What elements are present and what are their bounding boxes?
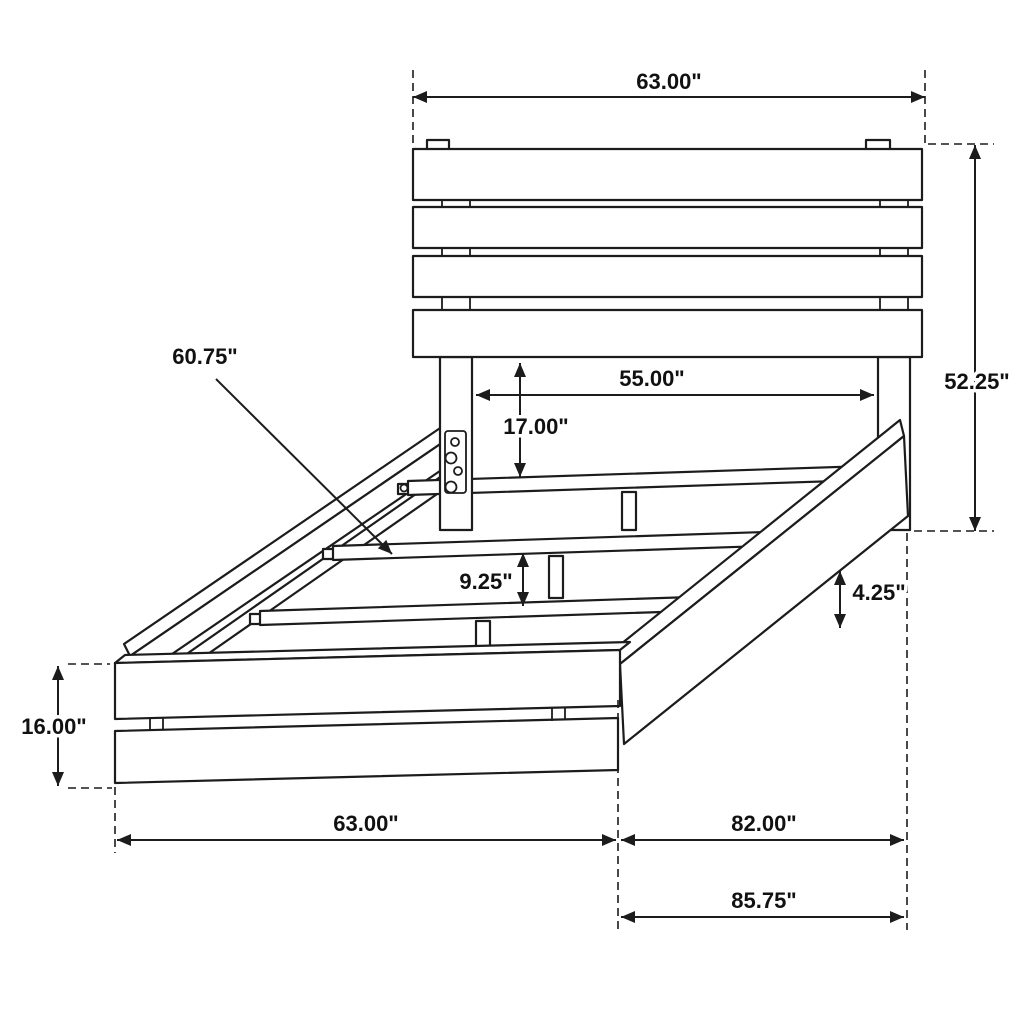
dim-label-headboard-height: 52.25": [944, 369, 1009, 394]
headboard: [411, 138, 924, 359]
dim-headboard-height: 52.25": [941, 145, 1013, 531]
slat-leg-1: [620, 490, 638, 532]
slat-leg-2: [547, 554, 565, 600]
dim-label-headboard-width: 63.00": [636, 69, 701, 94]
dim-slat-gap: 9.25": [456, 553, 529, 606]
bracket-bolt-1: [450, 437, 460, 447]
dim-footboard-height: 16.00": [18, 666, 90, 786]
headboard-plank-4: [411, 308, 924, 359]
headboard-plank-1: [411, 147, 924, 202]
dim-label-overall-length: 85.75": [731, 888, 796, 913]
dim-label-headboard-clearance: 17.00": [503, 414, 568, 439]
far-side-rail: [122, 422, 462, 702]
rail-bracket-hardware: [399, 430, 467, 494]
footboard-plank-1: [113, 648, 622, 721]
dim-rail-bottom-gap: 4.25": [834, 571, 909, 628]
footboard: [113, 640, 632, 785]
slat-1: [406, 464, 870, 497]
dim-inner-width: 55.00": [476, 363, 874, 401]
bracket-bolt-2: [444, 451, 458, 465]
dim-overall-length: 85.75": [621, 885, 904, 923]
slat-2: [331, 529, 798, 562]
dim-label-inner-width: 55.00": [619, 366, 684, 391]
headboard-rear-posts-through-gaps: [441, 200, 909, 310]
dim-footboard-width: 63.00": [117, 808, 616, 846]
footboard-posts-through-gap: [149, 707, 566, 731]
headboard-plank-2: [411, 205, 924, 250]
bracket-pin: [399, 483, 409, 493]
near-rail-outer-face: [618, 434, 910, 746]
dim-label-footboard-height: 16.00": [21, 714, 86, 739]
dim-label-footboard-width: 63.00": [333, 811, 398, 836]
dim-label-slat-gap: 9.25": [459, 569, 512, 594]
footboard-plank-2: [113, 716, 620, 785]
dim-label-rail-bottom-gap: 4.25": [852, 580, 905, 605]
dim-headboard-width: 63.00": [413, 66, 925, 103]
dim-frame-length: 82.00": [621, 808, 904, 846]
bracket-bolt-3: [453, 466, 463, 476]
dim-label-slat-length: 60.75": [172, 344, 237, 369]
extension-lines: [68, 70, 994, 930]
dim-headboard-clearance: 17.00": [500, 363, 572, 477]
dim-label-frame-length: 82.00": [731, 811, 796, 836]
dim-slat-length: 60.75": [169, 341, 393, 555]
bracket-bolt-4: [444, 480, 458, 494]
headboard-plank-3: [411, 254, 924, 299]
leader-line: [215, 378, 393, 555]
